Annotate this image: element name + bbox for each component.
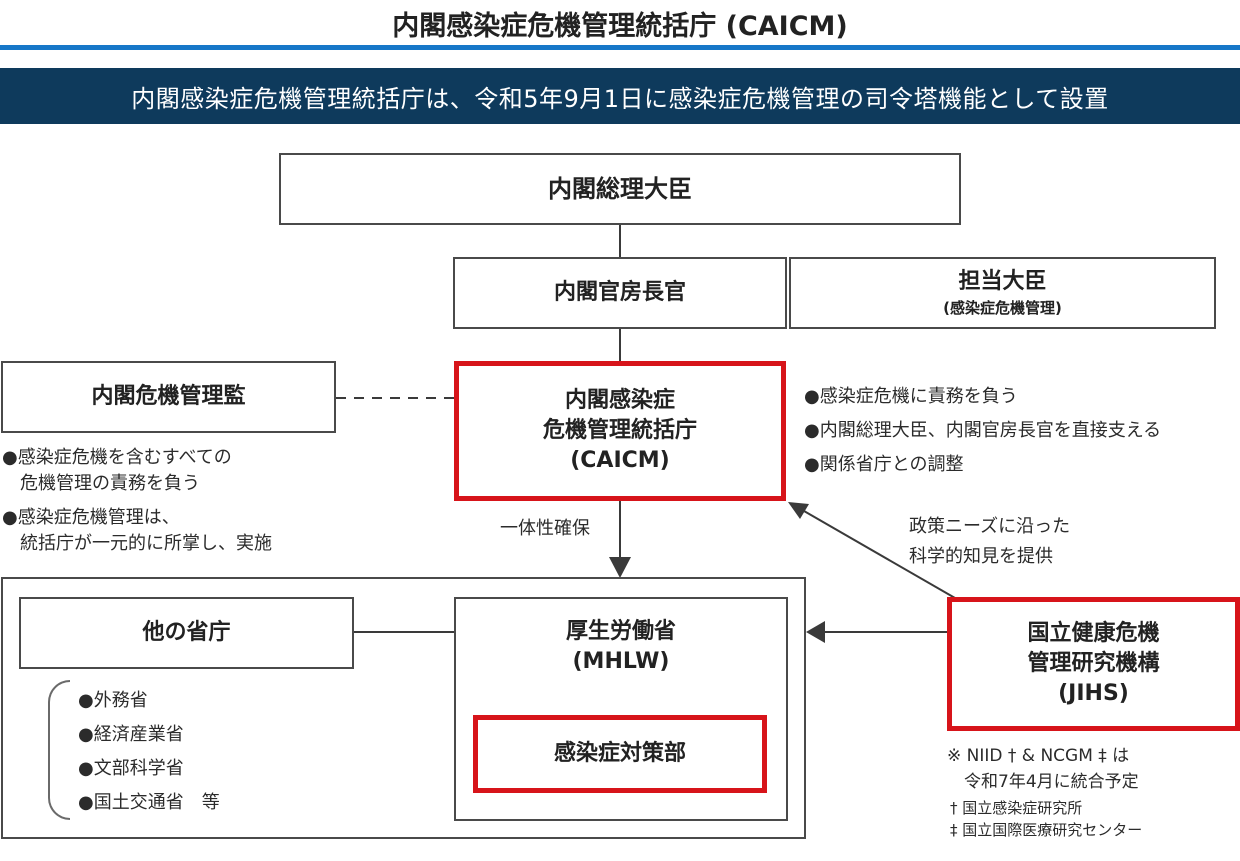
other-ministries-label: 他の省庁 [142, 620, 231, 645]
title-rule [0, 45, 1240, 50]
prime-minister-label: 内閣総理大臣 [548, 175, 692, 203]
crisis-manager-notes: ●感染症危機を含むすべての 危機管理の責務を負う ●感染症危機管理は、 統括庁が… [2, 441, 342, 561]
jihs-footnotes: † 国立感染症研究所 ‡ 国立国際医療研究センター [950, 797, 1142, 841]
jihs-line-2: 管理研究機構 [1027, 651, 1160, 676]
arrow-label-unity: 一体性確保 [500, 518, 590, 539]
arrow-head-to-mhlw [609, 557, 631, 578]
arrow-jihs-to-caicm [803, 510, 956, 599]
jihs-note-1: ※ NIID † & NCGM ‡ は [947, 746, 1130, 766]
crisis-manager-box: 内閣危機管理監 [1, 361, 336, 433]
crisis-manager-label: 内閣危機管理監 [91, 384, 246, 409]
connector-other-mhlw [353, 631, 455, 633]
mhlw-line-2: (MHLW) [572, 649, 670, 674]
jihs-notes: ※ NIID † & NCGM ‡ は 令和7年4月に統合予定 [947, 743, 1139, 795]
jihs-line-1: 国立健康危機 [1027, 621, 1160, 646]
science-label-2: 科学的知見を提供 [909, 546, 1053, 567]
footnote-dagger: † 国立感染症研究所 [950, 799, 1083, 817]
banner: 内閣感染症危機管理統括庁は、令和5年9月1日に感染症危機管理の司令塔機能として設… [0, 68, 1240, 124]
ministry-item: ●国土交通省 等 [78, 792, 220, 813]
caicm-note-2: ●内閣総理大臣、内閣官房長官を直接支える [804, 420, 1162, 441]
arrow-head-jihs-to-caicm [788, 502, 809, 519]
caicm-note-1: ●感染症危機に責務を負う [804, 386, 1018, 407]
caicm-note-3: ●関係省庁との調整 [804, 454, 964, 475]
ministry-item: ●文部科学省 [78, 758, 184, 779]
ministry-item: ●外務省 [78, 690, 148, 711]
caicm-notes: ●感染症危機に責務を負う ●内閣総理大臣、内閣官房長官を直接支える ●関係省庁と… [804, 380, 1240, 482]
caicm-box: 内閣感染症 危機管理統括庁 (CAICM) [454, 361, 786, 501]
caicm-line-3: (CAICM) [570, 448, 670, 473]
connector-jihs-mhlw [822, 631, 949, 633]
ministry-item: ●経済産業省 [78, 724, 184, 745]
infectious-disease-dept-box: 感染症対策部 [473, 715, 767, 793]
science-label-1: 政策ニーズに沿った [909, 516, 1071, 537]
connector-secretary-caicm [619, 328, 621, 362]
cabinet-secretary-box: 内閣官房長官 [453, 257, 787, 329]
ministries-bracket [48, 680, 70, 820]
infectious-disease-dept-label: 感染症対策部 [553, 741, 686, 766]
other-ministries-box: 他の省庁 [19, 597, 354, 669]
ministries-container [1, 577, 806, 839]
jihs-box: 国立健康危機 管理研究機構 (JIHS) [947, 597, 1240, 731]
crisis-note-2: 危機管理の責務を負う [2, 473, 200, 494]
minister-subtitle: (感染症危機管理) [943, 299, 1062, 317]
caicm-line-2: 危機管理統括庁 [542, 418, 697, 443]
crisis-note-4: 統括庁が一元的に所掌し、実施 [2, 533, 272, 554]
jihs-line-3: (JIHS) [1058, 681, 1129, 706]
jihs-note-2: 令和7年4月に統合予定 [947, 772, 1139, 792]
other-ministries-list: ●外務省 ●経済産業省 ●文部科学省 ●国土交通省 等 [78, 684, 220, 820]
minister-box: 担当大臣 (感染症危機管理) [789, 257, 1216, 329]
connector-caicm-mhlw [619, 500, 621, 560]
crisis-note-3: ●感染症危機管理は、 [2, 507, 180, 528]
mhlw-line-1: 厚生労働省 [565, 619, 676, 644]
arrow-head-jihs-to-mhlw [806, 621, 825, 643]
prime-minister-box: 内閣総理大臣 [279, 153, 961, 225]
arrow-label-science: 政策ニーズに沿った 科学的知見を提供 [909, 512, 1070, 572]
connector-pm-secretary [619, 224, 621, 258]
minister-title: 担当大臣 [958, 269, 1047, 294]
caicm-line-1: 内閣感染症 [564, 388, 675, 413]
crisis-note-1: ●感染症危機を含むすべての [2, 447, 232, 468]
cabinet-secretary-label: 内閣官房長官 [553, 280, 686, 305]
page-title: 内閣感染症危機管理統括庁 (CAICM) [392, 11, 848, 42]
footnote-double-dagger: ‡ 国立国際医療研究センター [950, 821, 1143, 839]
